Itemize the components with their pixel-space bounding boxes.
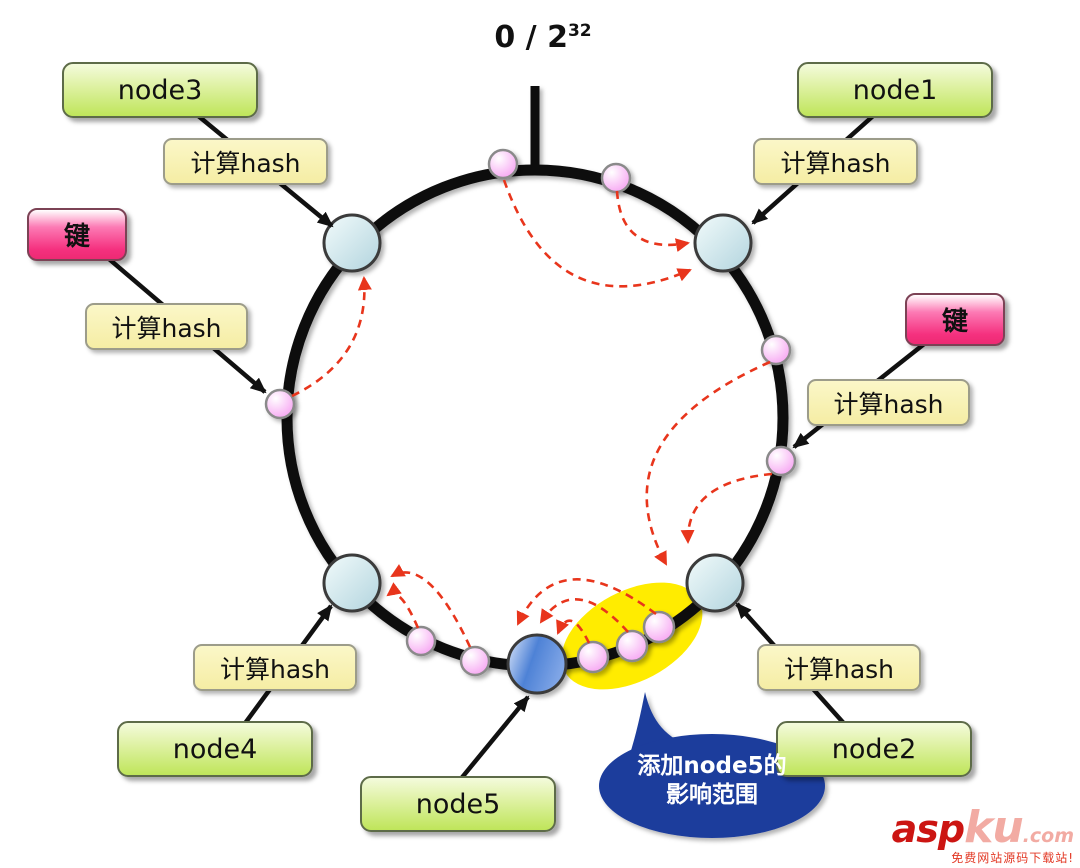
compute-hash-box-top-left: 计算hash [163,138,328,185]
compute-hash-label: 计算hash [783,654,895,684]
compute-hash-label: 计算hash [190,148,301,178]
watermark-asp: asp [891,807,965,851]
watermark-logo: aspku.com [892,806,1074,850]
key-dot [459,645,491,677]
key-label: 键 [941,307,968,337]
node2-box: node2 [776,721,972,777]
red-dashed-arrow [291,276,372,398]
watermark-ku: ku [964,802,1024,853]
node3-label: node3 [117,74,203,106]
node1-position-circle [693,213,753,273]
ring-zero-base: 0 / 2 [494,20,568,55]
node2-position-circle [685,553,745,613]
ring-zero-exponent: 32 [567,21,592,41]
key-dot [642,610,676,644]
compute-hash-label: 计算hash [833,389,944,419]
key-dot [600,162,632,194]
compute-hash-box-right: 计算hash [807,379,970,426]
key-label: 键 [63,222,90,252]
key-dots [264,148,797,677]
node5-hash-arrow [453,695,530,788]
key-dot [487,148,519,180]
key-dot [760,334,792,366]
node5-label: node5 [415,788,501,820]
key-dot [405,625,437,657]
key-dot [264,388,296,420]
red-dashed-arrow [390,564,472,648]
red-dashed-arrow [645,360,771,566]
bubble-line1-suffix: 的 [763,753,787,779]
compute-hash-box-bottom-left: 计算hash [193,644,357,691]
key-dot [765,445,797,477]
compute-hash-label: 计算hash [780,148,891,178]
speech-bubble-text: 添加node5的 影响范围 [600,752,824,810]
node5-box: node5 [360,776,556,832]
watermark-tagline: 免费网站源码下载站! [951,851,1074,865]
red-dashed-arrow [680,472,773,544]
red-dashed-arrow [516,578,657,626]
node1-label: node1 [852,74,938,106]
watermark-dotcom: .com [1022,825,1074,847]
red-dashed-arrow [502,179,692,288]
node5-position-circle [506,633,568,695]
node4-box: node4 [117,721,313,777]
speech-bubble [599,692,825,838]
node3-box: node3 [62,62,258,118]
watermark: aspku.com 免费网站源码下载站! [892,806,1074,865]
node2-label: node2 [831,733,917,765]
node1-box: node1 [797,62,993,118]
node4-label: node4 [172,733,258,765]
compute-hash-label: 计算hash [219,654,331,684]
compute-hash-box-left: 计算hash [85,303,248,350]
compute-hash-label: 计算hash [111,313,222,343]
key-dot [576,640,610,674]
red-dashed-arrow [615,190,690,253]
compute-hash-box-bottom-right: 计算hash [757,644,921,691]
key-dot [615,629,649,663]
ring-zero-label: 0 / 232 [478,20,608,55]
bubble-line2: 影响范围 [666,782,758,808]
key-mapping-arrows [291,179,773,648]
compute-hash-box-top-right: 计算hash [753,138,918,185]
bubble-line1: 添加node5的 [600,752,824,781]
speech-bubble-body [599,734,825,838]
red-dashed-arrow [539,598,629,633]
red-dashed-arrow [386,582,420,629]
node4-position-circle [322,553,382,613]
node3-position-circle [322,213,382,273]
key-box-left: 键 [27,208,127,261]
bubble-line1-prefix: 添加 [637,753,684,779]
key-box-right: 键 [905,293,1005,346]
bubble-line1-node: node5 [683,753,764,779]
red-dashed-arrow [556,619,591,644]
